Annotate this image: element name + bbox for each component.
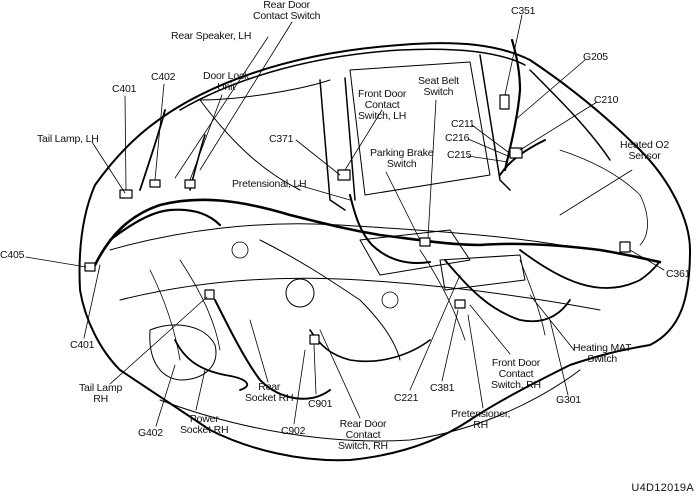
b-pillar-right xyxy=(344,77,356,201)
label-pretensional-lh: Pretensional, LH xyxy=(232,178,307,190)
connector-c361 xyxy=(619,241,631,253)
floor-plug-3 xyxy=(381,291,399,309)
floor-rib-1 xyxy=(179,259,221,351)
harness-rear-loop xyxy=(108,208,222,242)
floor-well xyxy=(559,149,648,246)
label-c221: C221 xyxy=(394,392,419,404)
label-parking-brake-switch: Parking Brake Switch xyxy=(370,147,434,170)
rear-window xyxy=(199,79,331,191)
label-c216: C216 xyxy=(445,132,470,144)
harness-front-up xyxy=(503,38,522,172)
label-c901: C901 xyxy=(308,398,333,410)
label-tail-lamp-rh: Tail Lamp RH xyxy=(79,382,123,405)
label-c402: C402 xyxy=(151,71,176,83)
label-c211: C211 xyxy=(451,118,475,130)
connector-c901 xyxy=(309,334,320,345)
label-heated-o2-sensor: Heated O2 Sensor xyxy=(620,139,669,162)
harness-seat xyxy=(349,194,431,265)
label-c215: C215 xyxy=(447,149,472,161)
console xyxy=(439,254,526,291)
label-c902: C902 xyxy=(281,425,306,437)
label-c401-top: C401 xyxy=(112,83,137,95)
label-rear-door-contact-switch: Rear Door Contact Switch xyxy=(253,0,321,22)
label-c210: C210 xyxy=(594,94,619,106)
label-front-door-contact-switch-rh: Front Door Contact Switch, RH xyxy=(491,357,541,391)
label-g301: G301 xyxy=(556,394,581,406)
label-front-door-contact-switch-lh: Front Door Contact Switch, LH xyxy=(358,88,407,122)
label-door-lock-unit: Door Lock Unit xyxy=(203,70,250,93)
connector-c405 xyxy=(84,262,96,272)
connector-parking-brake xyxy=(419,237,431,247)
label-c381: C381 xyxy=(430,382,455,394)
seat-frame xyxy=(359,229,471,276)
connector-c371 xyxy=(337,169,351,181)
leader-lines xyxy=(25,14,665,427)
harness-rh-side xyxy=(214,299,331,400)
label-g402: G402 xyxy=(138,427,163,439)
body-outline xyxy=(78,42,691,462)
label-g205: G205 xyxy=(583,51,608,63)
sill-lower xyxy=(159,369,581,442)
c-pillar xyxy=(479,54,511,191)
floor-rib-3 xyxy=(419,249,466,341)
harness-rh-rear xyxy=(174,339,249,391)
connector-tail-lamp-rh xyxy=(204,289,215,300)
figure-code: U4D12019A xyxy=(631,482,694,494)
label-rear-socket-rh: Rear Socket RH xyxy=(245,381,294,404)
harness-heat xyxy=(519,249,661,289)
harness-left-up xyxy=(139,109,166,191)
label-seat-belt-switch: Seat Belt Switch xyxy=(418,75,459,98)
label-heating-mat-switch: Heating MAT Switch xyxy=(573,342,632,365)
floor-rib-2 xyxy=(149,269,181,361)
roof-line xyxy=(179,48,526,111)
label-rear-door-contact-switch-rh: Rear Door Contact Switch, RH xyxy=(338,418,388,452)
floor-plug-1 xyxy=(285,278,315,308)
label-power-socket-rh: Power Socket RH xyxy=(180,413,229,436)
connector-c381 xyxy=(454,299,466,309)
connector-door-lock xyxy=(184,179,196,189)
label-c361: C361 xyxy=(666,268,691,280)
harness-main xyxy=(93,198,662,267)
connector-c401-top xyxy=(119,189,133,199)
floor-front xyxy=(109,223,651,261)
floor-plug-2 xyxy=(231,241,249,259)
side-window xyxy=(349,61,491,196)
floor-mid xyxy=(119,277,601,311)
label-tail-lamp-lh: Tail Lamp, LH xyxy=(37,133,99,145)
label-c401-bottom: C401 xyxy=(70,339,95,351)
floor-tunnel xyxy=(259,239,401,361)
label-c371: C371 xyxy=(269,133,294,145)
front-pillar xyxy=(529,69,611,161)
label-c405: C405 xyxy=(0,249,25,261)
label-pretensioner-rh: Pretensioner, RH xyxy=(451,408,511,431)
harness-lower xyxy=(309,329,431,363)
label-rear-speaker-lh: Rear Speaker, LH xyxy=(171,30,252,42)
connector-c210 xyxy=(509,147,523,159)
b-pillar-left xyxy=(319,79,346,211)
connector-c351 xyxy=(499,94,510,110)
harness-center xyxy=(444,259,571,323)
connector-c402 xyxy=(149,179,161,188)
label-c351: C351 xyxy=(511,5,536,17)
